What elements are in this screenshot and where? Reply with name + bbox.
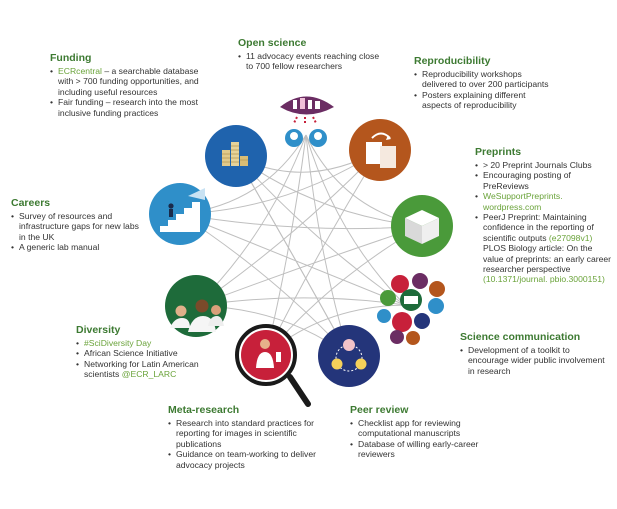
list-item: WeSupportPreprints. wordpress.com <box>475 191 615 212</box>
section-diversity: Diversity #SciDiversity Day African Scie… <box>76 324 204 380</box>
peerj-doi-link[interactable]: (e27098v1) <box>548 232 593 243</box>
item-text: Networking for Latin American scientists <box>84 358 199 380</box>
section-title: Careers <box>11 197 51 209</box>
paper-stack-icon <box>391 195 453 257</box>
section-preprints: Preprints > 20 Preprint Journals Clubs E… <box>475 146 615 285</box>
section-open-science: Open science 11 advocacy events reaching… <box>238 37 388 72</box>
list-item: Posters explaining different aspects of … <box>414 89 550 111</box>
list-item: Research into standard practices for rep… <box>168 418 318 449</box>
scidiversity-day-link[interactable]: #SciDiversity Day <box>84 338 152 348</box>
section-title: Diversity <box>76 324 121 336</box>
list-item: Survey of resources and infrastructure g… <box>11 211 139 242</box>
duplicate-documents-icon <box>349 119 411 181</box>
item-text: PLOS Biology article: On the value of pr… <box>483 243 612 275</box>
item-text: 11 advocacy events reaching close to 700… <box>246 51 380 72</box>
item-text: – a searchable database with > 700 fundi… <box>58 66 199 97</box>
item-list: ECRcentral – a searchable database with … <box>50 66 200 118</box>
list-item: Development of a toolkit to encourage wi… <box>460 345 610 376</box>
communication-cluster-icon <box>377 273 445 345</box>
reviewer-network-icon <box>318 325 380 387</box>
list-item: #SciDiversity Day <box>76 338 204 349</box>
diverse-researchers-icon <box>165 275 227 337</box>
item-text: Research into standard practices for rep… <box>176 418 315 449</box>
item-list: Development of a toolkit to encourage wi… <box>460 345 610 376</box>
list-item: > 20 Preprint Journals Clubs <box>475 160 615 171</box>
list-item: Database of willing early-career reviewe… <box>350 438 490 460</box>
item-list: Reproducibility workshops delivered to o… <box>414 69 550 111</box>
item-text: Fair funding – research into the most in… <box>58 97 198 118</box>
list-item: Reproducibility workshops delivered to o… <box>414 69 550 90</box>
item-text: Posters explaining different aspects of … <box>422 89 526 111</box>
section-science-communication: Science communication Development of a t… <box>460 331 610 376</box>
list-item: Fair funding – research into the most in… <box>50 97 200 118</box>
item-text: PeerJ Preprint: Maintaining confidence i… <box>483 212 594 243</box>
ecr-larc-link[interactable]: @ECR_LARC <box>121 369 177 380</box>
list-item: 11 advocacy events reaching close to 700… <box>238 51 388 72</box>
connector-line <box>195 297 406 307</box>
item-text: African Science Initiative <box>84 348 178 359</box>
section-title: Open science <box>238 37 307 49</box>
plos-doi-link[interactable]: (10.1371/journal. pbio.3000151) <box>483 274 605 285</box>
section-title: Funding <box>50 52 92 64</box>
career-stairs-icon <box>149 183 211 245</box>
item-list: Research into standard practices for rep… <box>168 418 318 470</box>
item-list: #SciDiversity Day African Science Initia… <box>76 338 204 380</box>
item-text: Checklist app for reviewing computationa… <box>358 418 461 439</box>
list-item: PeerJ Preprint: Maintaining confidence i… <box>475 212 615 243</box>
section-careers: Careers Survey of resources and infrastr… <box>11 197 139 253</box>
section-title: Preprints <box>475 146 522 158</box>
item-text: Development of a toolkit to encourage wi… <box>468 345 605 376</box>
item-list: Checklist app for reviewing computationa… <box>350 418 490 460</box>
item-text: Guidance on team-working to deliver advo… <box>176 449 316 470</box>
item-text: Encouraging posting of PreReviews <box>483 170 571 191</box>
item-list: Survey of resources and infrastructure g… <box>11 211 139 253</box>
ecrcentral-link[interactable]: ECRcentral <box>58 66 102 76</box>
open-eye-icon <box>280 96 334 147</box>
wesupportpreprints-link[interactable]: WeSupportPreprints. wordpress.com <box>483 191 563 212</box>
magnifier-researcher-icon <box>235 324 311 407</box>
section-funding: Funding ECRcentral – a searchable databa… <box>50 52 200 118</box>
coin-stacks-icon <box>205 125 267 187</box>
list-item: ECRcentral – a searchable database with … <box>50 66 200 97</box>
section-title: Meta-research <box>168 404 240 416</box>
list-item: Guidance on team-working to deliver advo… <box>168 449 318 470</box>
item-text: > 20 Preprint Journals Clubs <box>483 160 592 170</box>
item-list: 11 advocacy events reaching close to 700… <box>238 51 388 72</box>
list-item: Checklist app for reviewing computationa… <box>350 418 490 439</box>
section-meta-research: Meta-research Research into standard pra… <box>168 404 318 470</box>
item-text: Database of willing early-career reviewe… <box>358 438 479 460</box>
connector-line <box>305 134 406 306</box>
item-text: Survey of resources and infrastructure g… <box>19 211 139 242</box>
section-title: Reproducibility <box>414 55 491 67</box>
item-text: Reproducibility workshops delivered to o… <box>422 69 549 90</box>
list-item: African Science Initiative <box>76 348 204 359</box>
item-list: > 20 Preprint Journals Clubs Encouraging… <box>475 160 615 285</box>
list-item: Networking for Latin American scientists… <box>76 358 204 380</box>
section-title: Peer review <box>350 404 409 416</box>
section-peer-review: Peer review Checklist app for reviewing … <box>350 404 490 460</box>
item-text: A generic lab manual <box>19 242 100 253</box>
section-reproducibility: Reproducibility Reproducibility workshop… <box>414 55 550 111</box>
list-item: A generic lab manual <box>11 242 139 253</box>
list-item: Encouraging posting of PreReviews <box>475 170 615 191</box>
list-item: PLOS Biology article: On the value of pr… <box>483 243 615 285</box>
section-title: Science communication <box>460 331 581 343</box>
